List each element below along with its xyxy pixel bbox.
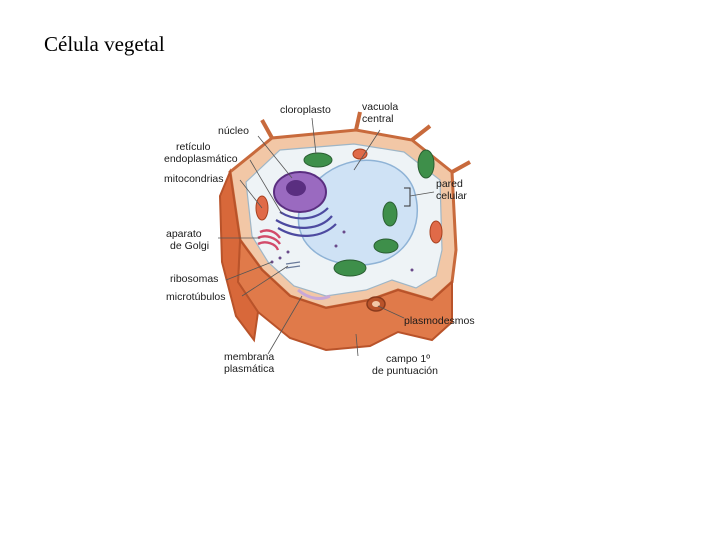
label-vacuola-line1: vacuola [362, 101, 399, 113]
leader-lines [218, 117, 435, 357]
label-pared-line2: celular [436, 190, 467, 202]
slide-title: Célula vegetal [44, 32, 165, 56]
label-pared-line1: pared [436, 178, 463, 190]
label-membrana-plasmatica: membrana plasmática [224, 351, 274, 375]
label-campo-puntuacion: campo 1º de puntuación [372, 353, 438, 377]
mitochondria [255, 148, 443, 244]
label-golgi-line1: aparato [166, 228, 202, 240]
endoplasmic-reticulum [275, 207, 337, 237]
label-reticulo-endoplasmatico: retículo endoplasmático [164, 141, 238, 165]
label-nucleo: núcleo [218, 125, 249, 137]
label-reticulo-line2: endoplasmático [164, 153, 238, 165]
label-cloroplasto: cloroplasto [280, 104, 331, 116]
plasma-membrane [297, 288, 331, 300]
pared-bracket [404, 187, 411, 207]
ribosomes [270, 230, 414, 272]
label-mitocondrias: mitocondrias [164, 173, 224, 185]
golgi-apparatus [257, 229, 281, 251]
label-pared-celular: pared celular [436, 178, 467, 202]
chloroplasts [303, 149, 435, 277]
label-membrana-line2: plasmática [224, 363, 275, 375]
label-campo-line2: de puntuación [372, 365, 438, 377]
label-campo-line1: campo 1º [386, 353, 431, 365]
label-vacuola-central: vacuola central [362, 101, 398, 125]
label-microtubulos: microtúbulos [166, 291, 226, 303]
label-ribosomas: ribosomas [170, 273, 219, 285]
label-golgi-line2: de Golgi [170, 240, 210, 252]
microtubules [285, 261, 301, 269]
nucleus [273, 171, 327, 213]
label-membrana-line1: membrana [224, 351, 275, 363]
label-vacuola-line2: central [362, 113, 394, 125]
label-aparato-golgi: aparato de Golgi [166, 228, 209, 252]
label-reticulo-line1: retículo [176, 141, 211, 153]
label-plasmodesmos: plasmodesmos [404, 315, 475, 327]
